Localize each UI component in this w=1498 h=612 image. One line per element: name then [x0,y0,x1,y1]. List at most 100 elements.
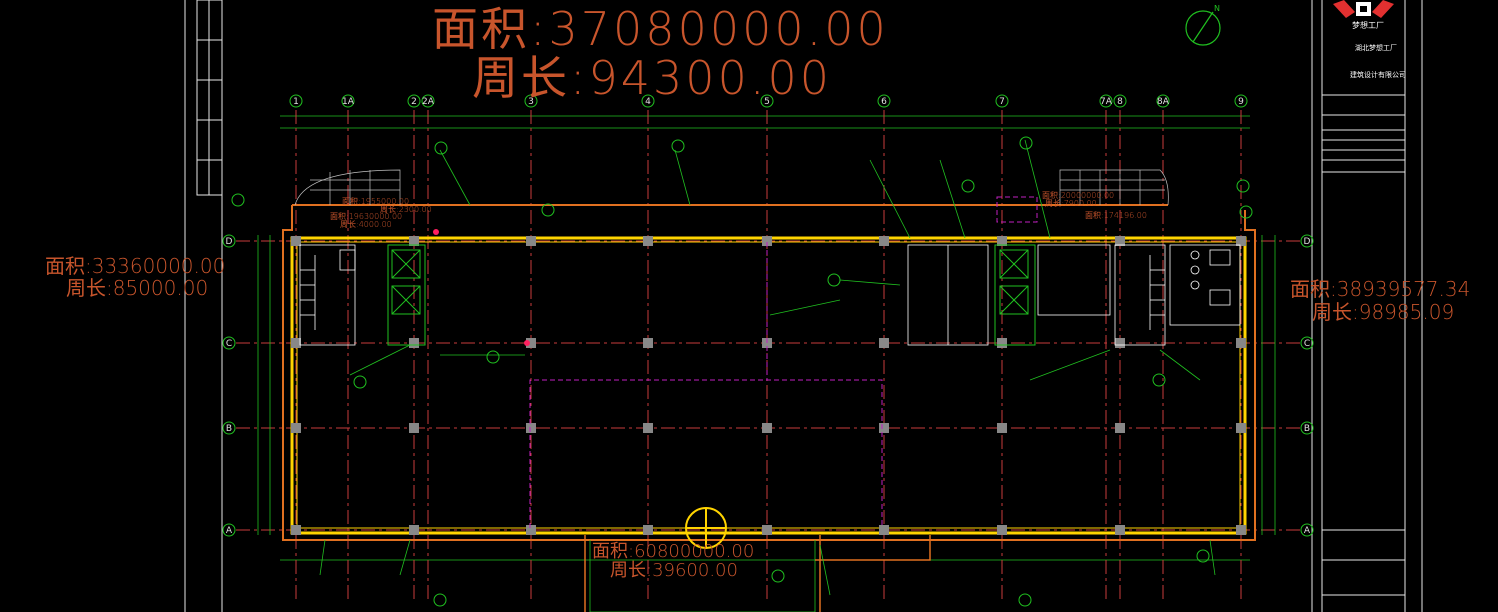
row-bubble [1300,421,1314,435]
row-bubble [222,234,236,248]
column-axis-label: 2A [422,97,435,107]
row-bubble [1300,523,1314,537]
structural-column [409,236,419,246]
structural-column [643,423,653,433]
structural-column [291,236,301,246]
right-elevator-core [994,244,1036,346]
structural-column [526,423,536,433]
structural-column [643,338,653,348]
structural-column [1115,338,1125,348]
column-bubble [524,94,538,108]
right-perimeter-label: 周长:98985.09 [1312,300,1455,324]
structural-column [879,236,889,246]
small-area-4: 面积:174196.00 [1085,211,1147,220]
column-axis-label: 8 [1117,97,1123,107]
row-axis-label: D [226,237,233,247]
structural-column [997,236,1007,246]
column-bubble [421,94,435,108]
magenta-boundary [529,196,1038,528]
structural-column [1236,525,1246,535]
column-axis-label: 1A [342,97,355,107]
column-bubble [341,94,355,108]
small-area-1: 面积:1955000.00 [342,197,410,206]
revolving-door-icon [685,507,727,549]
structural-column [997,423,1007,433]
structural-column [879,338,889,348]
leader-lines [319,139,1216,596]
left-perimeter-label: 周长:85000.00 [66,276,209,300]
column-axis-label: 5 [764,97,770,107]
row-axis-label: B [1304,424,1310,434]
column-bubble [289,94,303,108]
column-bubble [760,94,774,108]
column-axis-label: 3 [528,97,534,107]
column-bubble [1099,94,1113,108]
structural-column [643,525,653,535]
structural-column [879,525,889,535]
structural-column [1115,525,1125,535]
bottom-entrance [584,535,931,612]
entrance-canopies [294,169,1169,206]
column-bubble [1113,94,1127,108]
column-bubble [641,94,655,108]
column-bubble [1234,94,1248,108]
structural-column [291,338,301,348]
svg-text:N: N [1214,4,1220,13]
column-axis-label: 8A [1157,97,1170,107]
column-axis-label: 4 [645,97,651,107]
title-block-frame [1311,0,1423,612]
column-axis-label: 7 [999,97,1005,107]
column-axis-label: 1 [293,97,299,107]
row-axis-label: B [226,424,232,434]
structural-column [1236,236,1246,246]
inner-wall-line [296,241,1241,529]
small-area-3: 面积:20000000.00 [1042,191,1115,200]
utility-rooms [907,244,1111,346]
right-area-label: 面积:38939577.34 [1290,277,1471,301]
row-bubble [1300,234,1314,248]
row-axis-label: A [1304,526,1311,536]
company-subname: 建筑设计有限公司 [1350,71,1406,79]
structural-column [762,236,772,246]
restroom-block [1169,244,1241,326]
structural-column [879,423,889,433]
column-bubble [407,94,421,108]
small-area-2: 面积:19630000.00 [330,212,403,221]
column-bubble [995,94,1009,108]
row-bubble [1300,336,1314,350]
outer-outline [282,204,1256,541]
row-axis-label: A [226,526,233,536]
column-axis-label: 7A [1100,97,1113,107]
left-frame [184,0,223,612]
structural-column [1236,338,1246,348]
company-name: 湖北梦想工厂 [1355,44,1397,52]
structural-column [291,525,301,535]
structural-column [762,423,772,433]
row-axis-label: D [1304,237,1311,247]
structural-column [526,338,536,348]
structural-column [409,338,419,348]
structural-column [409,423,419,433]
column-bubble [1156,94,1170,108]
annotation-bubbles [231,136,1253,607]
column-grid-lines [295,110,1242,600]
structural-column [762,525,772,535]
north-arrow-icon: N [1185,4,1221,46]
company-logo [1333,0,1394,18]
top-perimeter-label: 周长:94300.00 [472,51,832,105]
structural-column [643,236,653,246]
column-axis-label: 9 [1238,97,1244,107]
building-wall-outline [290,236,1247,535]
small-perimeter-3: 周长:7900.00 [1045,199,1097,208]
left-stair-core [299,244,356,346]
top-area-label: 面积:37080000.00 [432,2,889,56]
row-grid-lines [236,240,1300,531]
structural-column [409,525,419,535]
structural-columns [291,236,1246,535]
small-perimeter-1: 周长:2300.00 [380,205,432,214]
structural-column [291,423,301,433]
top-dimension-lines [280,115,1250,561]
